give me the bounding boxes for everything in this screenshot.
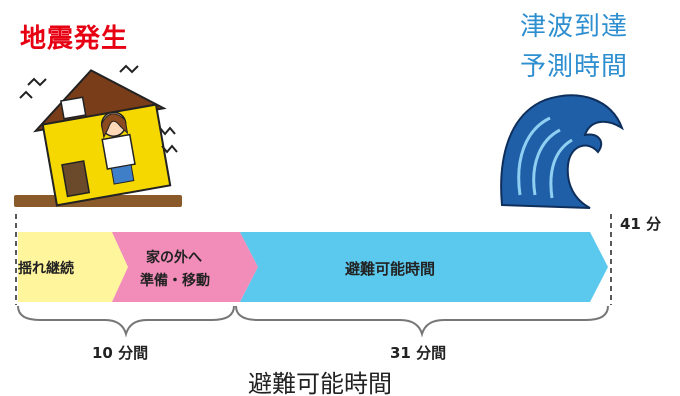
person-legs (110, 164, 135, 185)
segment-preparation (112, 232, 258, 302)
tsunami-title-line2: 予測時間 (520, 52, 629, 82)
house-window (60, 96, 87, 120)
segment-shaking-label: 揺れ継続 (18, 261, 74, 277)
tsunami-title-line1: 津波到達 (520, 12, 629, 42)
segment-preparation-label-line1: 家の外へ (146, 250, 202, 266)
wave-stripes (517, 116, 573, 199)
brace-10min (17, 305, 235, 338)
segment-evacuation-label: 避難可能時間 (345, 260, 436, 278)
brace-10min-label: 10 分間 (92, 344, 149, 362)
person-body (101, 133, 136, 170)
brace-31min (235, 305, 609, 338)
segment-shaking (18, 232, 128, 302)
diagram-caption: 避難可能時間 (248, 370, 392, 396)
shake-marks-right (119, 64, 178, 154)
furniture-cabinet (61, 160, 91, 198)
house-illustration (32, 69, 172, 207)
end-time-label: 41 分 (620, 215, 662, 233)
segment-evacuation (240, 232, 608, 302)
segment-preparation-label-line2: 準備・移動 (140, 273, 210, 289)
tsunami-wave-illustration (500, 94, 624, 209)
shake-marks-left (19, 77, 47, 99)
wave-body (500, 94, 624, 209)
person-hair (101, 113, 129, 139)
earthquake-title: 地震発生 (20, 24, 129, 54)
brace-31min-label: 31 分間 (390, 344, 447, 362)
